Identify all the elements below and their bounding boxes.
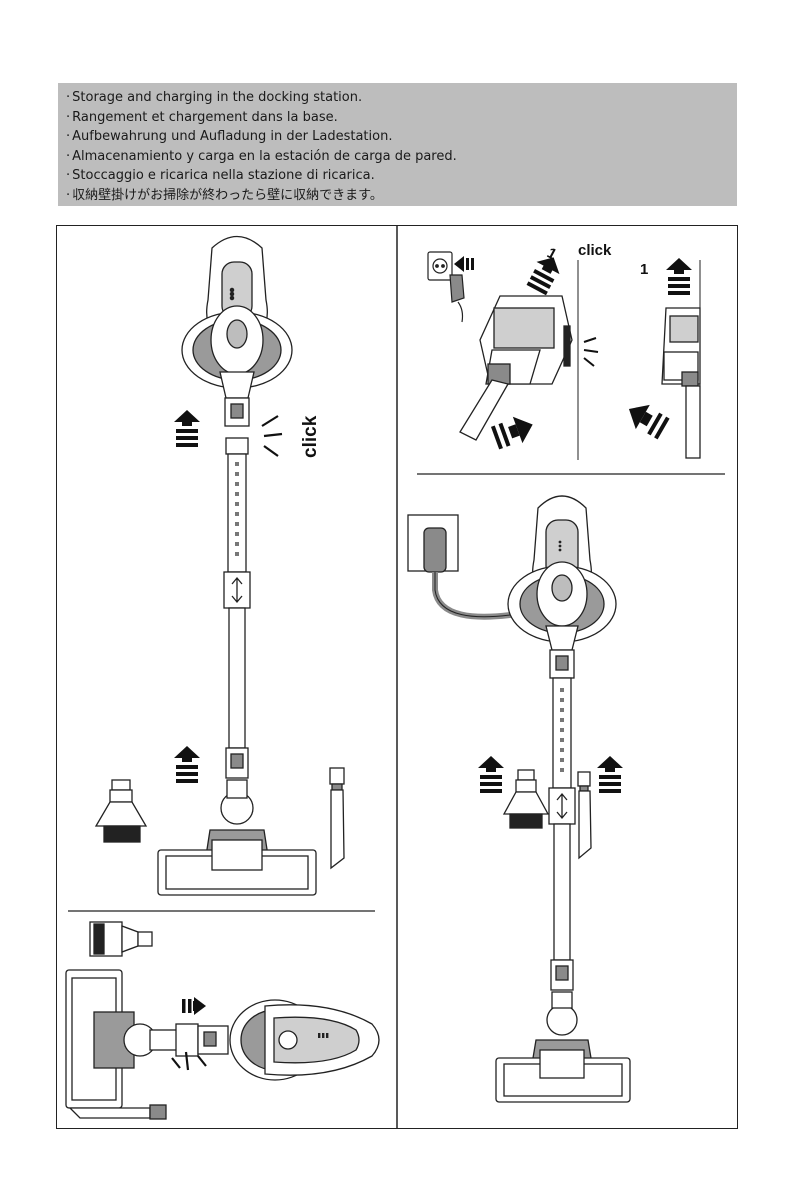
dusting-brush-accessory: [504, 770, 548, 828]
down-right-arrow-icon: [490, 411, 537, 451]
up-arrow-icon: [174, 410, 200, 447]
vacuum-upright-figure: [158, 237, 316, 896]
dusting-brush-accessory: [96, 780, 146, 842]
up-arrow-icon: [174, 746, 200, 783]
crevice-tool-accessory: [578, 772, 591, 858]
click-label-wall: click: [578, 242, 612, 259]
up-arrow-icon: [597, 756, 623, 793]
up-arrow-icon: [666, 258, 692, 295]
click-rays-icon: [262, 416, 282, 456]
up-arrow-icon: [478, 756, 504, 793]
docked-handheld-figure: [662, 260, 700, 458]
click-rays-icon: [584, 338, 598, 366]
crevice-tool-accessory: [330, 768, 344, 868]
step-number-right: 1: [640, 261, 648, 278]
step-number-left: 1: [544, 245, 559, 264]
left-arrow-icon: [454, 256, 474, 272]
click-label-assembly: click: [300, 415, 321, 458]
vacuum-horizontal-figure: [66, 922, 379, 1119]
right-arrow-icon: [182, 997, 206, 1015]
up-left-arrow-icon: [622, 397, 671, 441]
